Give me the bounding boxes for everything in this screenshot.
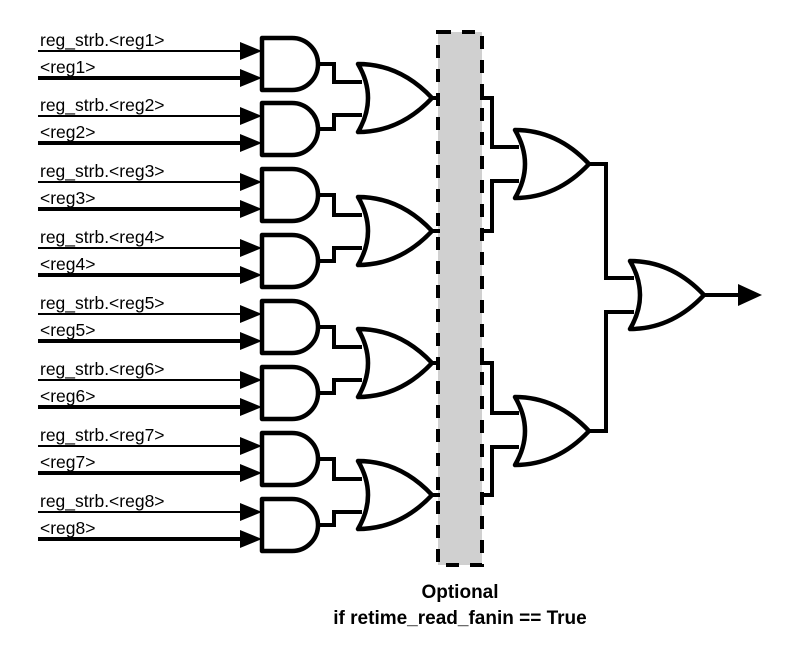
wire-and6-or3 xyxy=(318,378,362,395)
label-strobe-4: reg_strb.<reg4> xyxy=(40,227,165,248)
and-gate-3 xyxy=(262,169,318,221)
optional-caption-line1: Optional xyxy=(421,582,498,603)
and-gates-group xyxy=(262,38,318,551)
input-arrow-strobe-2 xyxy=(240,107,262,125)
wire-and1-or1 xyxy=(318,62,362,84)
and-gate-2 xyxy=(262,103,318,155)
or-gate-l2-2 xyxy=(515,397,589,465)
and-gate-7 xyxy=(262,433,318,485)
input-arrow-strobe-6 xyxy=(240,371,262,389)
or-gates-level1-group xyxy=(358,64,432,529)
label-strobe-6: reg_strb.<reg6> xyxy=(40,359,165,380)
wire-and4-or2 xyxy=(318,246,362,263)
wire-and3-or2 xyxy=(318,193,362,217)
wire-box-to-or-l2-1-upper xyxy=(480,96,519,149)
label-data-6: <reg6> xyxy=(40,386,95,406)
input-arrow-data-3 xyxy=(240,200,262,218)
or-gate-final xyxy=(630,261,704,329)
or-gate-l1-1 xyxy=(358,64,432,132)
wire-box-to-or-l2-2-upper xyxy=(480,361,519,415)
input-arrow-strobe-4 xyxy=(240,239,262,257)
or-gates-level2-group xyxy=(515,130,589,465)
input-arrow-data-4 xyxy=(240,266,262,284)
and-gate-8 xyxy=(262,499,318,551)
label-data-2: <reg2> xyxy=(40,122,95,142)
label-data-1: <reg1> xyxy=(40,57,95,77)
wire-box-to-or-l2-1-lower xyxy=(480,179,519,233)
optional-caption-group: Optional if retime_read_fanin == True xyxy=(333,582,586,629)
or-gate-l1-4 xyxy=(358,461,432,529)
label-strobe-7: reg_strb.<reg7> xyxy=(40,425,165,446)
wire-and2-or1 xyxy=(318,113,362,131)
label-strobe-2: reg_strb.<reg2> xyxy=(40,95,165,116)
and-gate-1 xyxy=(262,38,318,90)
or-gate-l2-1 xyxy=(515,130,589,198)
input-arrow-strobe-7 xyxy=(240,437,262,455)
and-gate-5 xyxy=(262,301,318,353)
output-arrow xyxy=(738,284,762,306)
label-data-8: <reg8> xyxy=(40,518,95,538)
input-arrow-strobe-8 xyxy=(240,503,262,521)
and-gate-6 xyxy=(262,367,318,419)
label-strobe-3: reg_strb.<reg3> xyxy=(40,161,165,182)
label-strobe-5: reg_strb.<reg5> xyxy=(40,293,165,314)
and-to-or-wires-group xyxy=(318,62,362,527)
label-strobe-1: reg_strb.<reg1> xyxy=(40,30,165,51)
input-arrow-data-7 xyxy=(240,464,262,482)
or-gate-l1-3 xyxy=(358,329,432,397)
or2-to-final-wires-group xyxy=(589,162,634,433)
input-arrow-strobe-3 xyxy=(240,173,262,191)
wire-box-to-or-l2-2-lower xyxy=(480,445,519,497)
wire-or-l2-1-to-final xyxy=(589,162,634,280)
label-strobe-8: reg_strb.<reg8> xyxy=(40,491,165,512)
or-gate-l1-2 xyxy=(358,197,432,265)
input-wires-group xyxy=(38,42,262,548)
and-gate-4 xyxy=(262,235,318,287)
input-arrow-data-8 xyxy=(240,530,262,548)
label-data-3: <reg3> xyxy=(40,188,95,208)
input-arrow-data-1 xyxy=(240,69,262,87)
wire-and5-or3 xyxy=(318,325,362,349)
optional-retime-box xyxy=(436,30,484,567)
label-data-4: <reg4> xyxy=(40,254,95,274)
label-data-5: <reg5> xyxy=(40,320,95,340)
wire-and7-or4 xyxy=(318,457,362,481)
wire-or-l2-2-to-final xyxy=(589,310,634,433)
input-arrow-strobe-5 xyxy=(240,305,262,323)
input-arrow-data-2 xyxy=(240,134,262,152)
wire-and8-or4 xyxy=(318,510,362,527)
or1-to-or2-wires-group xyxy=(432,96,519,497)
input-arrow-data-5 xyxy=(240,332,262,350)
optional-caption-line2: if retime_read_fanin == True xyxy=(333,608,586,629)
input-arrow-strobe-1 xyxy=(240,42,262,60)
input-arrow-data-6 xyxy=(240,398,262,416)
signal-labels-group: reg_strb.<reg1> <reg1> reg_strb.<reg2> <… xyxy=(40,30,165,538)
label-data-7: <reg7> xyxy=(40,452,95,472)
